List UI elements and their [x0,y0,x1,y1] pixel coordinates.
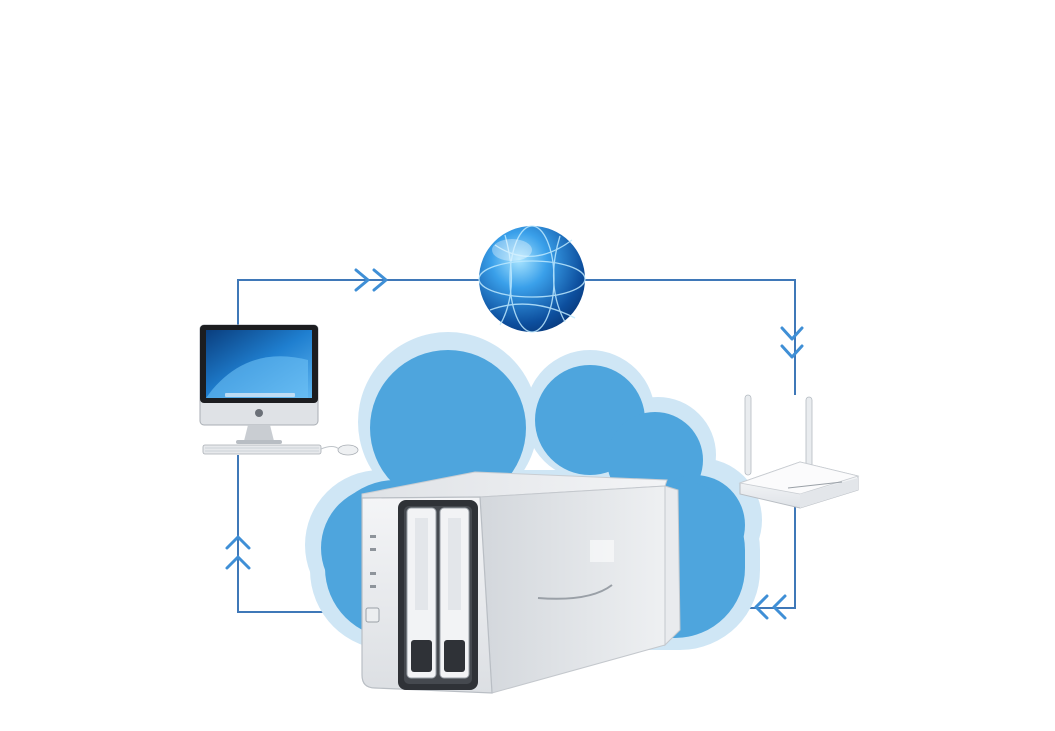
drive-tray-1 [406,507,437,679]
connector-internet-to-router [584,279,796,395]
chevron-up-double-icon [225,535,251,570]
keyboard-icon [202,444,322,455]
connector-computer-to-internet [237,279,480,325]
mouse-icon [337,444,359,456]
chevron-down-double-icon [780,326,804,359]
power-button [365,607,380,623]
nas-storage-icon [361,471,681,694]
chevron-left-double-icon [754,594,787,620]
connector-nas-to-computer [237,455,355,613]
antenna-right [805,396,813,468]
apple-logo-icon [255,409,263,417]
globe-icon [478,225,586,333]
status-indicators [370,535,376,588]
connector-lines [237,279,796,613]
drive-tray-2 [439,507,470,679]
desktop-computer-icon [199,324,359,456]
wireless-router-icon [738,394,860,509]
antenna-left [744,394,752,476]
chevron-right-double-icon [354,268,388,292]
